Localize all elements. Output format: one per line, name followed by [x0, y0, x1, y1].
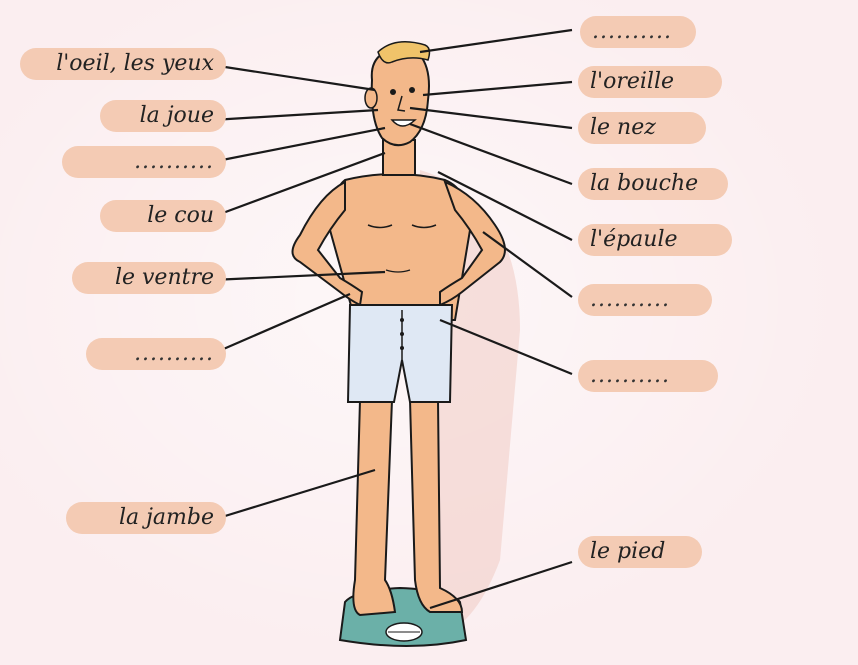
label-foot: le pied — [578, 536, 702, 568]
label-arm: .......... — [578, 284, 712, 316]
label-neck: le cou — [100, 200, 226, 232]
label-mouth: la bouche — [578, 168, 728, 200]
label-hair: .......... — [580, 16, 696, 48]
label-cheek: la joue — [100, 100, 226, 132]
label-leg: la jambe — [66, 502, 226, 534]
label-hip: .......... — [578, 360, 718, 392]
shorts — [348, 305, 452, 402]
label-chin: .......... — [62, 146, 226, 178]
label-hand: .......... — [86, 338, 226, 370]
label-eye: l'oeil, les yeux — [20, 48, 226, 80]
label-shoulder: l'épaule — [578, 224, 732, 256]
label-belly: le ventre — [72, 262, 226, 294]
label-ear: l'oreille — [578, 66, 722, 98]
label-nose: le nez — [578, 112, 706, 144]
